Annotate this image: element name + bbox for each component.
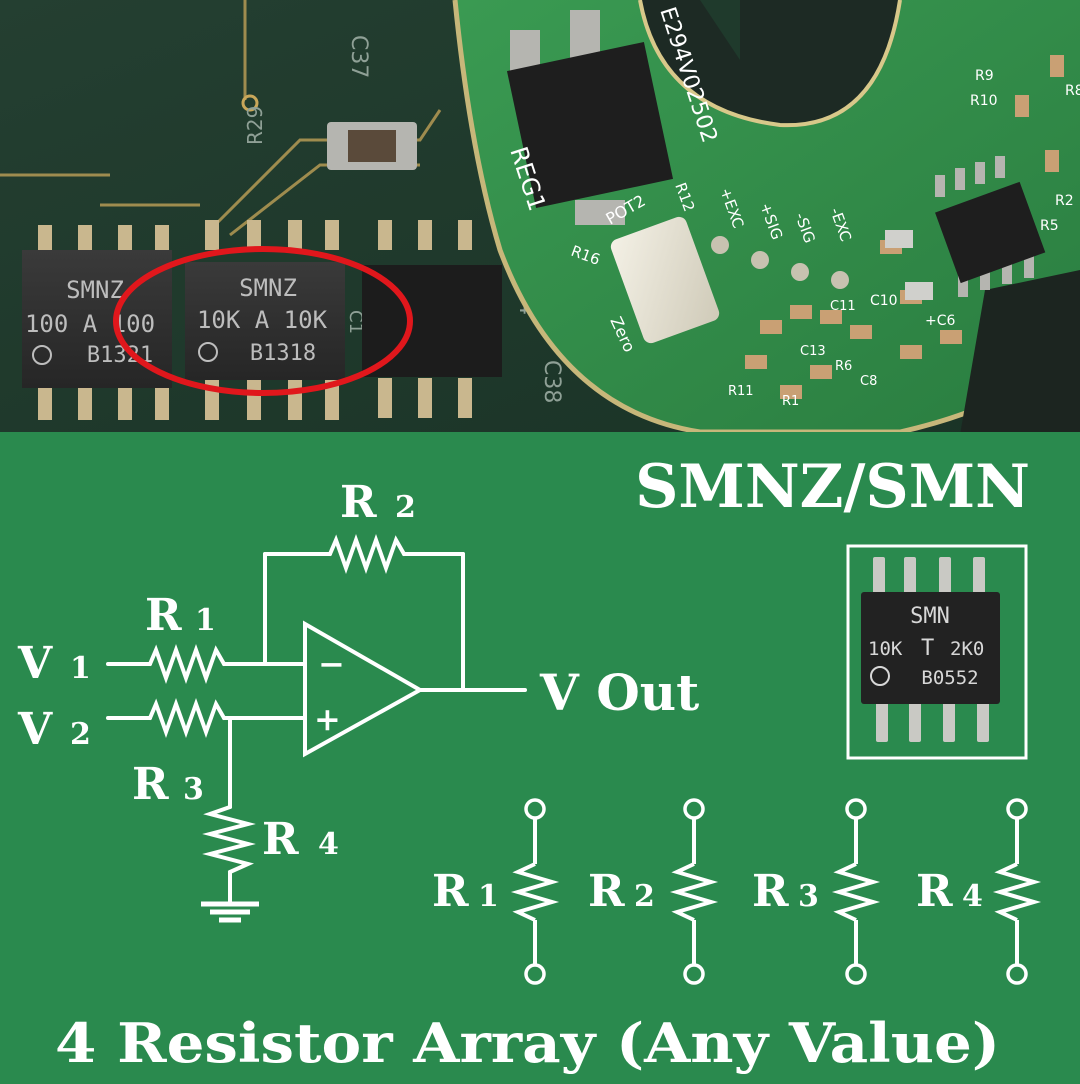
label-c6: +C6	[925, 313, 956, 329]
label-r2: R2	[1055, 193, 1074, 209]
label-r1: R1	[782, 394, 799, 409]
trim-pot	[610, 216, 720, 344]
label-r3-sub: 3	[183, 772, 204, 807]
chip-t-mark: T	[921, 636, 934, 661]
label-vout: V Out	[539, 663, 699, 722]
label-c1: C1	[345, 310, 366, 334]
label-r6: R6	[835, 359, 852, 374]
soic-chip	[935, 181, 1046, 284]
vishay-logo-icon	[198, 342, 218, 362]
panel-title: SMNZ/SMN	[635, 452, 1030, 522]
label-r10: R10	[970, 93, 998, 109]
label-r4: R	[262, 814, 299, 865]
array-label-r4: R	[916, 866, 953, 917]
label-r2-sub: 2	[395, 490, 416, 525]
vishay-logo-icon	[870, 666, 890, 686]
label-r3: R	[132, 759, 169, 810]
array-label-r2-sub: 2	[634, 879, 655, 914]
center-chip-line3: B1318	[250, 341, 316, 366]
pcb-photo-svg: C37 R29 C38 D14 C1 SMNZ 100 A 100 B	[0, 0, 1080, 435]
label-v1: V	[17, 638, 53, 689]
resistor-array: R 1 R 2 R 3 R 4	[432, 798, 1042, 985]
opamp-symbol	[303, 620, 425, 758]
smn-chip: SMN 10K T 2K0 B0552	[861, 557, 1000, 742]
label-r1: R	[145, 590, 182, 641]
array-label-r2: R	[588, 866, 625, 917]
chip-line2b: 2K0	[950, 638, 984, 660]
label-c11: C11	[830, 299, 856, 314]
vishay-logo-icon	[32, 345, 52, 365]
schematic-svg: SMNZ/SMN	[0, 432, 1080, 1080]
array-resistor-r2	[669, 798, 719, 985]
ring-pcb: REG1 E294V02502 POT2 R12 R16 Zero +EXC +…	[452, 0, 1080, 435]
label-r11: R11	[728, 384, 754, 399]
label-c38: C38	[539, 360, 564, 403]
label-r9: R9	[975, 68, 994, 84]
left-chip-line1: SMNZ	[66, 276, 124, 304]
ground-icon	[201, 901, 259, 923]
opamp-plus: +	[314, 700, 341, 738]
label-r1-sub: 1	[195, 603, 216, 638]
array-resistor-r1	[510, 798, 560, 985]
label-r4-sub: 4	[318, 827, 339, 862]
label-v2-sub: 2	[70, 717, 91, 752]
left-chip-line2: 100 A 100	[25, 310, 155, 338]
pcb-photo: C37 R29 C38 D14 C1 SMNZ 100 A 100 B	[0, 0, 1080, 435]
array-label-r1-sub: 1	[478, 879, 499, 914]
label-v1-sub: 1	[70, 651, 91, 686]
array-label-r4-sub: 4	[962, 879, 983, 914]
label-r2: R	[340, 477, 377, 528]
chip-line1: SMN	[910, 604, 950, 629]
left-chip: SMNZ 100 A 100 B1321	[22, 225, 172, 420]
schematic-panel: SMNZ/SMN	[0, 432, 1080, 1080]
label-c10: C10	[870, 293, 898, 309]
center-chip-line1: SMNZ	[239, 274, 297, 302]
array-label-r1: R	[432, 866, 469, 917]
label-r29: R29	[243, 106, 267, 145]
circuit-wires	[106, 534, 527, 906]
regulator-chip	[506, 41, 674, 209]
chip-line3: B0552	[921, 667, 978, 689]
opamp-minus: −	[318, 645, 345, 683]
label-c8: C8	[860, 374, 877, 389]
center-chip: SMNZ 10K A 10K B1318	[185, 220, 345, 420]
via	[241, 94, 259, 112]
array-resistor-r3	[831, 798, 881, 985]
array-label-r3-sub: 3	[798, 879, 819, 914]
label-r5: R5	[1040, 218, 1059, 234]
center-chip-line2: 10K A 10K	[197, 306, 328, 334]
label-c37: C37	[346, 35, 371, 78]
label-r8: R8	[1065, 83, 1080, 99]
label-v2: V	[17, 704, 53, 755]
array-label-r3: R	[752, 866, 789, 917]
array-resistor-r4	[992, 798, 1042, 985]
chip-line2: 10K	[868, 638, 903, 660]
label-c13: C13	[800, 344, 826, 359]
highlight-circle	[113, 246, 413, 396]
panel-caption: 4 Resistor Array (Any Value)	[55, 1011, 1000, 1075]
chip-frame	[846, 544, 1028, 760]
